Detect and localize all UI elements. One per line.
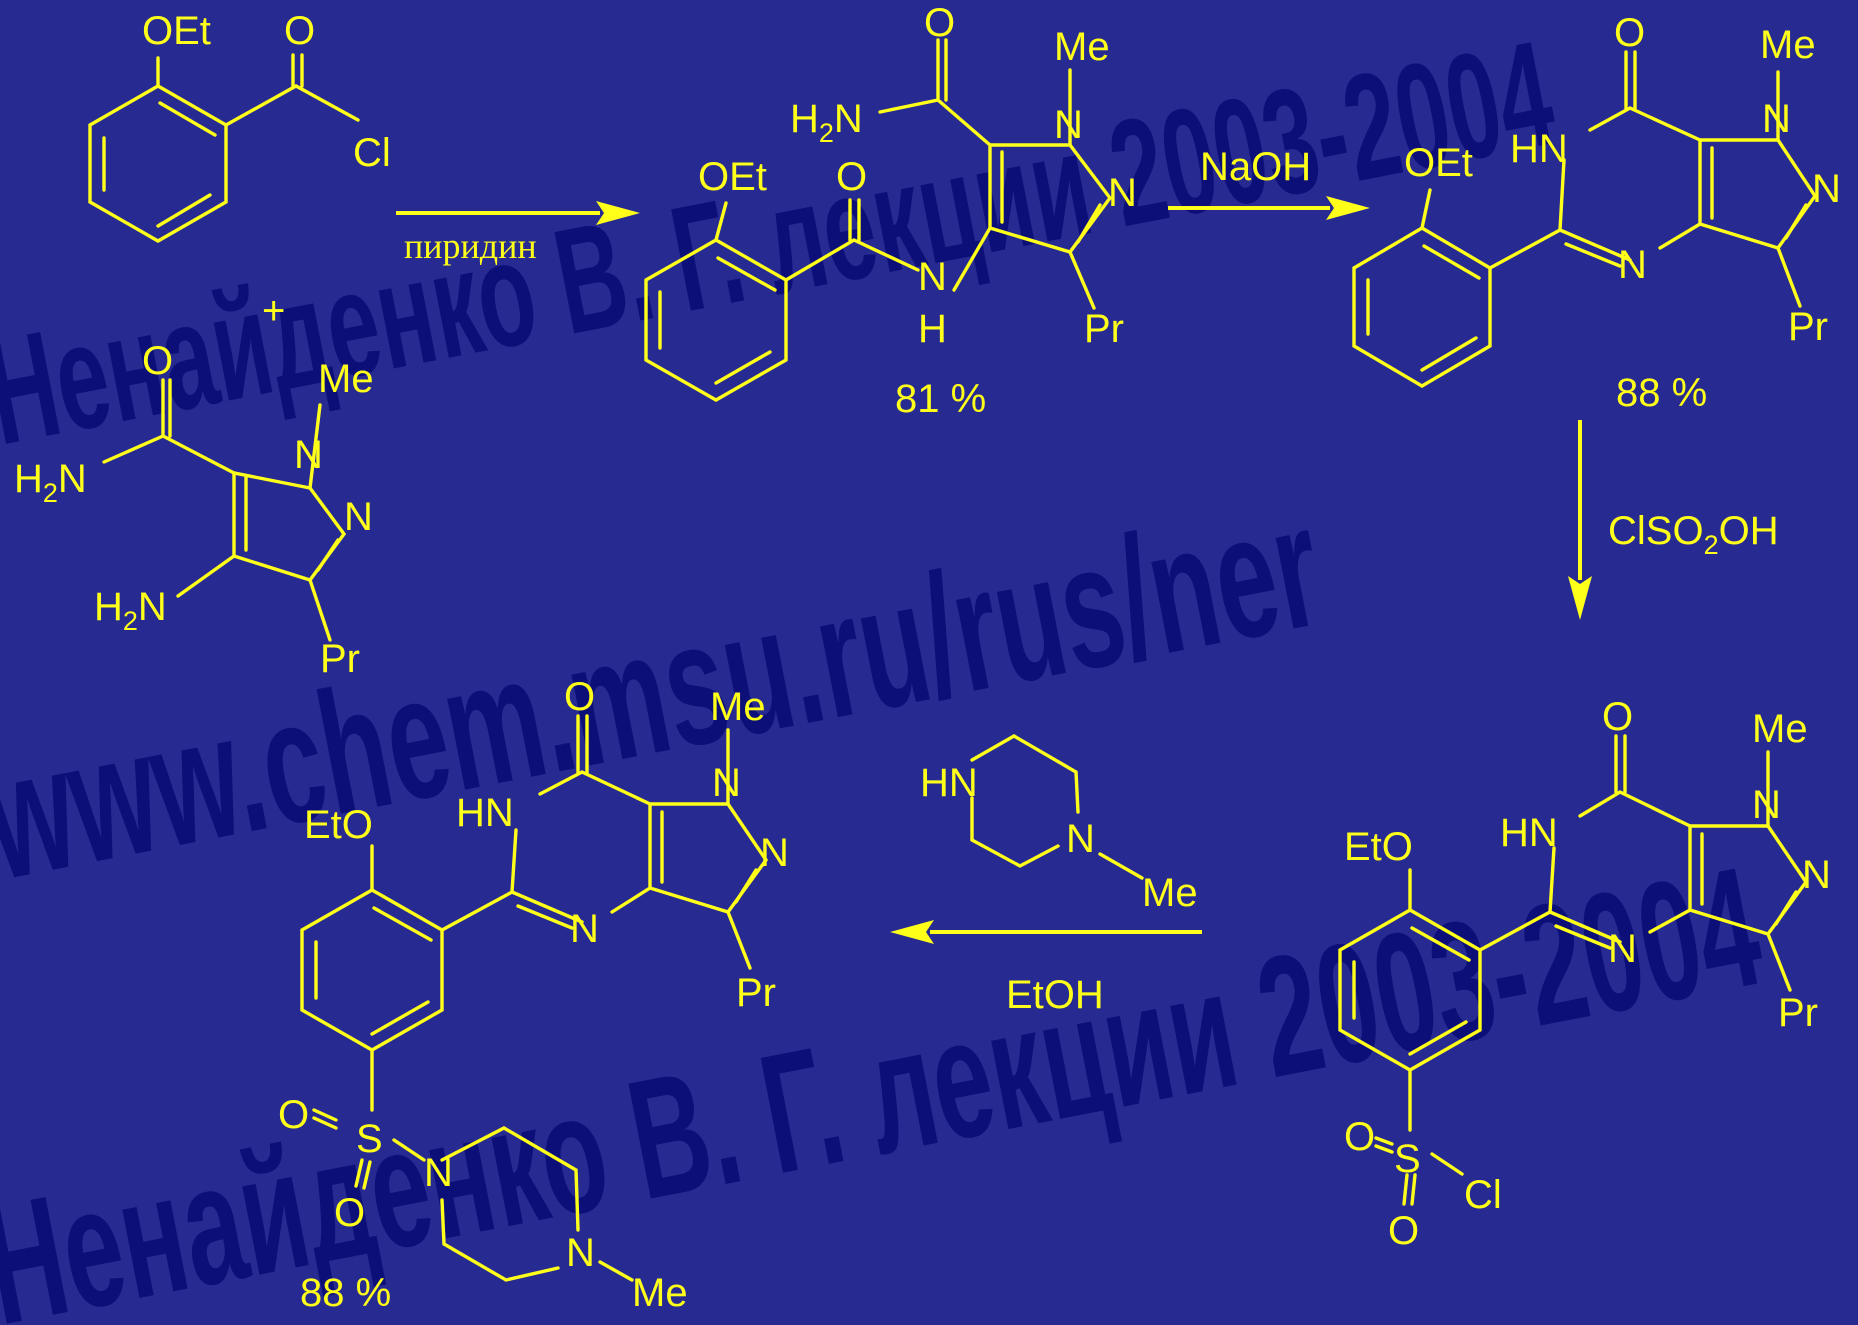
- molecule-sulfonyl-chloride: EtO O HN Me N N N Pr S O O Cl: [1338, 695, 1831, 1253]
- yield-step4: 88 %: [300, 1271, 391, 1315]
- amide-carbonyl-o: O: [836, 155, 867, 199]
- pyrimidine-n-5: N: [1608, 927, 1637, 971]
- amide-n-label: N: [918, 255, 947, 299]
- piperazine-me-6: Me: [632, 1271, 688, 1315]
- lactam-o-6: O: [564, 675, 595, 719]
- methyl-label: Me: [318, 357, 374, 401]
- lactam-o-5: O: [1602, 695, 1633, 739]
- lactam-o: O: [1614, 11, 1645, 55]
- pyrimidine-n: N: [1618, 243, 1647, 287]
- methyl-label-6: Me: [710, 685, 766, 729]
- reagent-ethanol: EtOH: [1006, 973, 1104, 1017]
- methyl-label-4: Me: [1760, 23, 1816, 67]
- piperazine-n-methyl: N: [566, 1231, 595, 1275]
- propyl-label-6: Pr: [736, 971, 776, 1015]
- ring-n2-label: N: [344, 495, 373, 539]
- yield-step2: 88 %: [1616, 371, 1707, 415]
- arrow-step2: NaOH: [1168, 145, 1370, 220]
- amine-h2n-label: H2N: [94, 585, 167, 636]
- carboxamide-o: O: [924, 1, 955, 45]
- amide-h2n-label: H2N: [14, 457, 87, 508]
- arrow-step4: EtOH: [890, 920, 1202, 1017]
- amide-o-label: O: [142, 339, 173, 383]
- watermark-group: Ненайденко В. Г. лекции 2003-2004 www.ch…: [0, 10, 1774, 1325]
- arrow-step3: ClSO2OH: [1568, 420, 1779, 620]
- sulfonyl-o-left: O: [1344, 1115, 1375, 1159]
- oet-label: OEt: [142, 9, 211, 53]
- lactam-hn-6: HN: [456, 791, 514, 835]
- ring-n1-label-4: N: [1762, 97, 1791, 141]
- propyl-label-5: Pr: [1778, 991, 1818, 1035]
- ring-n2-label-3: N: [1108, 171, 1137, 215]
- sulfonyl-s: S: [1394, 1137, 1421, 1181]
- ring-n1-label-3: N: [1054, 103, 1083, 147]
- oet-label-4: OEt: [1404, 141, 1473, 185]
- propyl-label-4: Pr: [1788, 305, 1828, 349]
- sulfonyl-s-6: S: [356, 1117, 383, 1161]
- molecule-aminopyrazole: O Me N N H2N H2N Pr: [14, 339, 374, 681]
- piperazine-me: Me: [1142, 871, 1198, 915]
- ring-n2-label-4: N: [1812, 167, 1841, 211]
- oet-label-2: OEt: [698, 155, 767, 199]
- ring-n2-label-6: N: [760, 831, 789, 875]
- carbonyl-o-label: O: [284, 9, 315, 53]
- reagent-naoh: NaOH: [1200, 145, 1311, 189]
- ring-n2-label-5: N: [1802, 853, 1831, 897]
- watermark-lecture-top: Ненайденко В. Г. лекции 2003-2004: [0, 10, 1565, 477]
- molecule-final-product: EtO O HN Me N N N Pr S O O N N Me 88 %: [278, 675, 789, 1315]
- reagent-chlorosulfonic-acid: ClSO2OH: [1608, 509, 1779, 560]
- yield-step1: 81 %: [895, 377, 986, 421]
- molecule-amide-intermediate: OEt O O H2N Me N N N H Pr 81 %: [644, 1, 1137, 421]
- lactam-hn-5: HN: [1500, 811, 1558, 855]
- piperazine-hn: HN: [920, 761, 978, 805]
- piperazine-n-sulfonyl: N: [424, 1151, 453, 1195]
- molecule-n-methylpiperazine: HN N Me: [920, 734, 1198, 915]
- ring-n1-label-6: N: [712, 761, 741, 805]
- watermark-lecture-bottom: Ненайденко В. Г. лекции 2003-2004: [0, 830, 1774, 1325]
- methyl-label-3: Me: [1054, 25, 1110, 69]
- watermark-url: www.chem.msu.ru/rus/ner: [0, 466, 1335, 917]
- chloride-label: Cl: [353, 131, 391, 175]
- ring-n1-label-5: N: [1752, 783, 1781, 827]
- molecule-ethoxybenzoyl-chloride: OEt O Cl: [88, 9, 391, 243]
- reagent-pyridine: пиридин: [404, 226, 537, 266]
- molecule-pyrazolopyrimidinone: OEt O HN Me N N N Pr 88 %: [1352, 11, 1841, 415]
- sulfonyl-o-left-6: O: [278, 1093, 309, 1137]
- pyrimidine-n-6: N: [570, 907, 599, 951]
- sulfonyl-cl: Cl: [1464, 1173, 1502, 1217]
- propyl-label: Pr: [320, 637, 360, 681]
- arrow-step1: пиридин: [396, 201, 640, 266]
- eto-label-6: EtO: [304, 803, 373, 847]
- methyl-label-5: Me: [1752, 707, 1808, 751]
- carboxamide-h2n: H2N: [790, 97, 863, 148]
- amide-h-label: H: [918, 307, 947, 351]
- eto-label-5: EtO: [1344, 825, 1413, 869]
- propyl-label-3: Pr: [1084, 307, 1124, 351]
- piperazine-n: N: [1066, 817, 1095, 861]
- plus-sign: +: [262, 289, 285, 333]
- sulfonyl-o-bottom: O: [1388, 1209, 1419, 1253]
- lactam-hn: HN: [1510, 127, 1568, 171]
- ring-n1-label: N: [294, 433, 323, 477]
- sulfonyl-o-bottom-6: O: [334, 1191, 365, 1235]
